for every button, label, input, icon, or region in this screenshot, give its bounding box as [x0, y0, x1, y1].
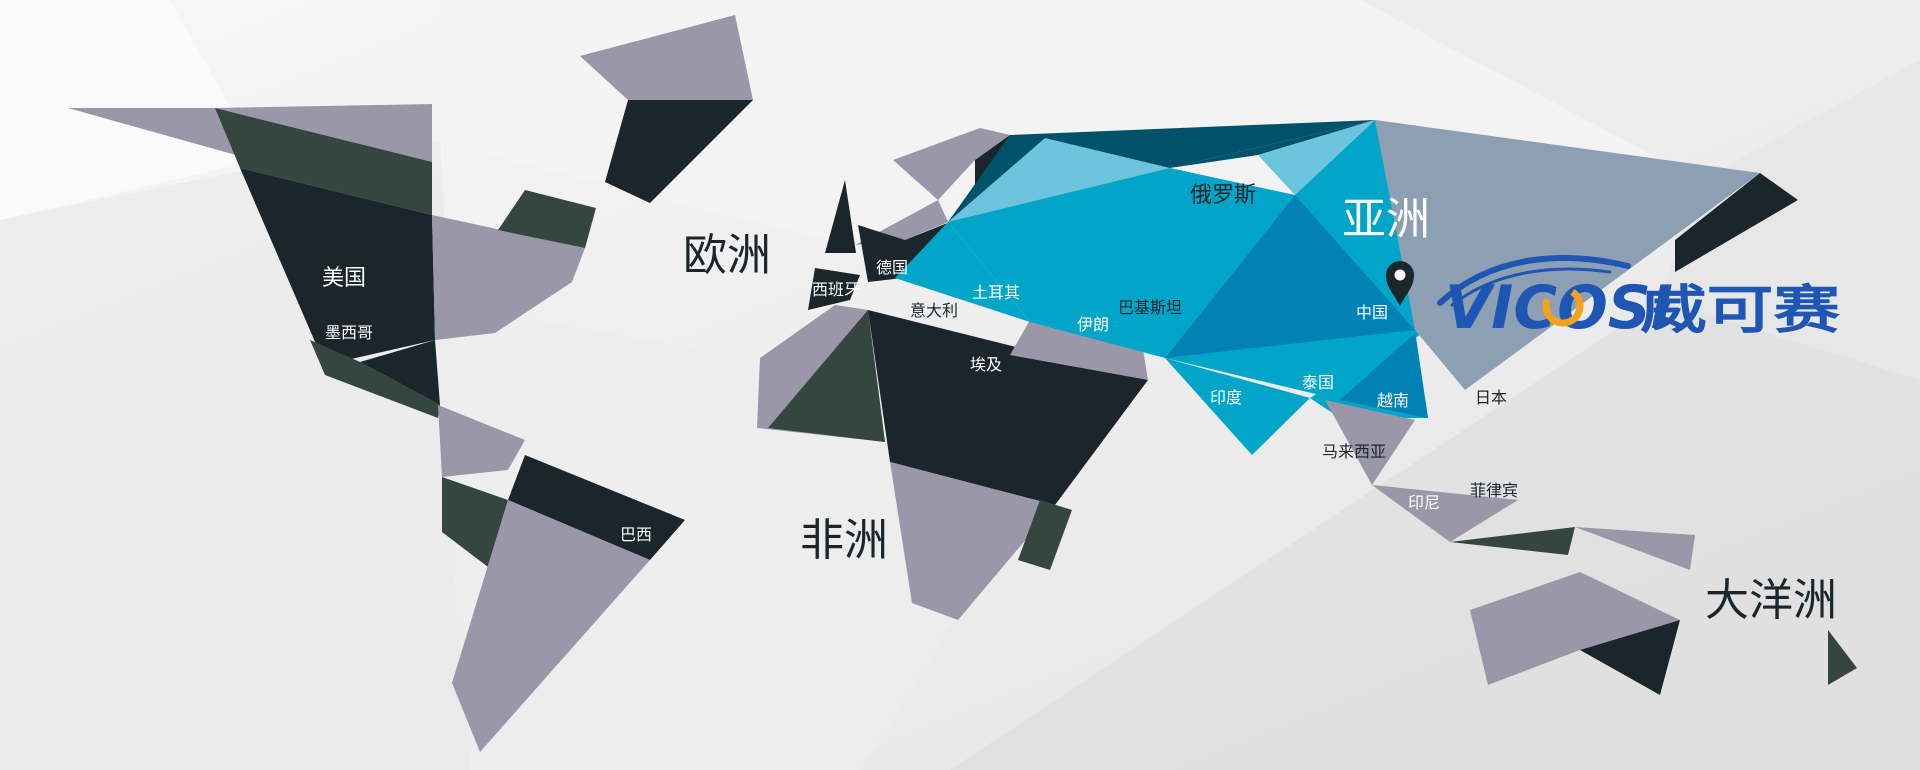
asia — [895, 120, 1428, 455]
label-turkey: 土耳其 — [972, 283, 1020, 302]
label-brazil: 巴西 — [620, 525, 652, 544]
logo-text-latin: VICOSI — [1445, 273, 1673, 343]
label-europe: 欧洲 — [683, 230, 771, 281]
label-mexico: 墨西哥 — [325, 323, 373, 342]
label-thailand: 泰国 — [1302, 373, 1334, 392]
label-italy: 意大利 — [910, 301, 958, 320]
label-japan: 日本 — [1475, 388, 1507, 407]
label-oceania: 大洋洲 — [1705, 575, 1837, 626]
south-america — [438, 405, 685, 752]
label-china: 中国 — [1356, 303, 1388, 322]
east-asia — [1375, 120, 1798, 390]
label-iran: 伊朗 — [1077, 315, 1109, 334]
label-usa: 美国 — [322, 266, 366, 291]
label-pakistan: 巴基斯坦 — [1118, 298, 1182, 317]
greenland — [580, 15, 753, 203]
vicosi-logo: VICOSI 威可赛 — [1437, 255, 1841, 343]
africa — [757, 305, 1148, 620]
label-asia: 亚洲 — [1342, 194, 1430, 245]
oceania — [1470, 572, 1857, 695]
label-spain: 西班牙 — [812, 280, 860, 299]
location-pin-icon — [1386, 261, 1414, 306]
logo-o-accent — [1542, 285, 1584, 327]
label-vietnam: 越南 — [1377, 391, 1409, 410]
southeast-asia — [1325, 400, 1695, 570]
label-egypt: 埃及 — [970, 355, 1002, 374]
label-india: 印度 — [1210, 388, 1242, 407]
label-russia: 俄罗斯 — [1190, 183, 1256, 208]
label-indonesia: 印尼 — [1408, 493, 1440, 512]
label-germany: 德国 — [876, 258, 908, 277]
label-malaysia: 马来西亚 — [1322, 442, 1386, 461]
logo-swoosh — [1437, 255, 1631, 306]
label-africa: 非洲 — [800, 515, 888, 566]
label-philippines: 菲律宾 — [1470, 481, 1518, 500]
north-america — [68, 104, 596, 418]
logo-text-chinese: 威可赛 — [1640, 281, 1841, 341]
